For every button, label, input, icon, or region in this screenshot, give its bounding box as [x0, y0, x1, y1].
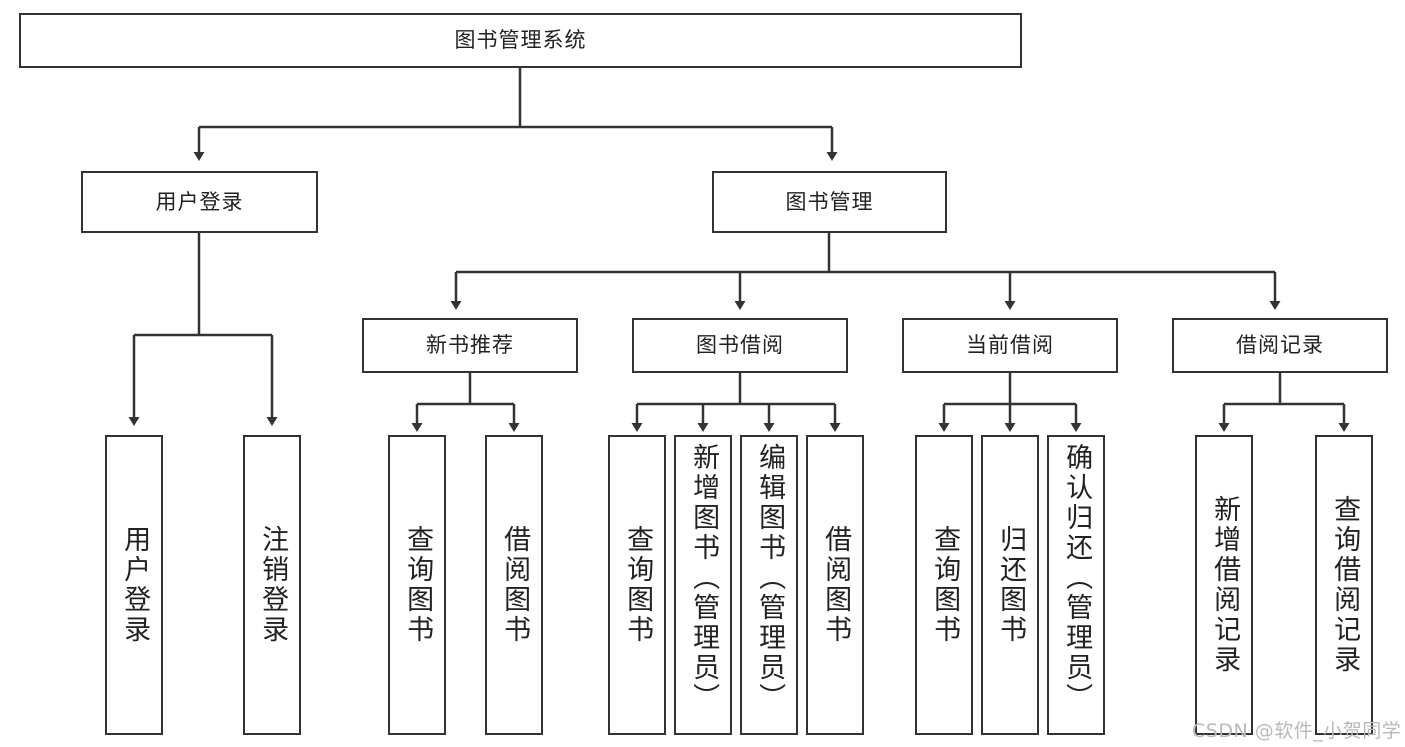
node-label: 新书推荐	[426, 333, 514, 357]
node-label: 新增借阅记录	[1209, 495, 1241, 675]
leaf-edit-book-admin[interactable]: 编辑图书（管理员）	[740, 435, 798, 735]
node-label: 用户登录	[155, 189, 244, 214]
node-book-manage[interactable]: 图书管理	[712, 171, 947, 233]
node-label: 注销登录	[257, 525, 289, 645]
node-label: 查询借阅记录	[1329, 495, 1361, 675]
leaf-current-query-book[interactable]: 查询图书	[915, 435, 973, 735]
node-label: 编辑图书（管理员）	[754, 443, 786, 713]
watermark-text: CSDN @软件_小贺同学	[1192, 720, 1402, 742]
leaf-add-book-admin[interactable]: 新增图书（管理员）	[674, 435, 732, 735]
node-label: 查询图书	[622, 525, 654, 645]
leaf-query-borrow-record[interactable]: 查询借阅记录	[1315, 435, 1373, 735]
node-label: 用户登录	[119, 525, 151, 645]
node-label: 当前借阅	[966, 333, 1054, 357]
leaf-logout[interactable]: 注销登录	[243, 435, 301, 735]
leaf-new-book-query[interactable]: 查询图书	[388, 435, 446, 735]
node-label: 图书借阅	[696, 333, 784, 357]
node-label: 借阅图书	[499, 525, 531, 645]
node-new-book-recommend[interactable]: 新书推荐	[362, 318, 578, 373]
leaf-return-book[interactable]: 归还图书	[981, 435, 1039, 735]
node-current-borrow[interactable]: 当前借阅	[902, 318, 1118, 373]
node-label: 图书管理	[785, 189, 874, 214]
node-book-borrow[interactable]: 图书借阅	[632, 318, 848, 373]
leaf-user-login[interactable]: 用户登录	[105, 435, 163, 735]
leaf-add-borrow-record[interactable]: 新增借阅记录	[1195, 435, 1253, 735]
leaf-new-book-borrow[interactable]: 借阅图书	[485, 435, 543, 735]
node-borrow-record[interactable]: 借阅记录	[1172, 318, 1388, 373]
node-user-login[interactable]: 用户登录	[81, 171, 318, 233]
node-label: 确认归还（管理员）	[1061, 443, 1093, 713]
leaf-confirm-return-admin[interactable]: 确认归还（管理员）	[1047, 435, 1105, 735]
node-label: 借阅图书	[820, 525, 852, 645]
node-root-system[interactable]: 图书管理系统	[19, 13, 1022, 68]
node-label: 图书管理系统	[454, 28, 587, 52]
leaf-borrow-query-book[interactable]: 查询图书	[608, 435, 666, 735]
node-label: 归还图书	[995, 525, 1027, 645]
node-label: 借阅记录	[1236, 333, 1324, 357]
node-label: 查询图书	[929, 525, 961, 645]
node-label: 新增图书（管理员）	[688, 443, 720, 713]
node-label: 查询图书	[402, 525, 434, 645]
leaf-borrow-book[interactable]: 借阅图书	[806, 435, 864, 735]
